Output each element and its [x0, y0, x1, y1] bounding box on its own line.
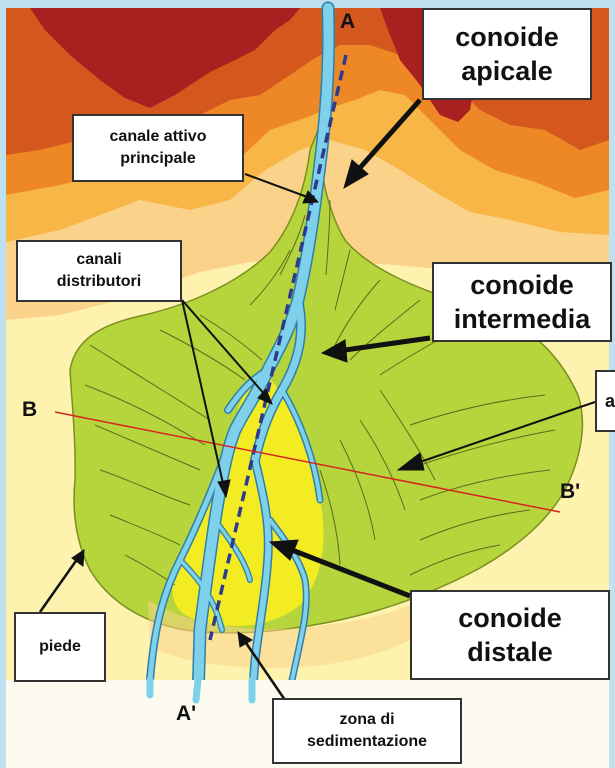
point-b-prime: B' — [560, 480, 580, 504]
label-cut-off-right: a — [595, 370, 615, 432]
label-zona-sedimentazione-line2: sedimentazione — [307, 731, 427, 753]
label-zona-sedimentazione-line1: zona di — [339, 709, 394, 731]
point-b: B — [22, 398, 37, 422]
label-conoide-intermedia-line1: conoide — [470, 268, 574, 302]
label-canali-distributori-line1: canali — [76, 249, 121, 271]
point-a: A — [340, 10, 355, 34]
label-canali-distributori: canali distributori — [16, 240, 182, 302]
label-canale-attivo-line1: canale attivo — [110, 126, 207, 148]
label-conoide-distale: conoide distale — [410, 590, 610, 680]
label-canale-attivo-line2: principale — [120, 148, 196, 170]
label-conoide-intermedia-line2: intermedia — [454, 302, 591, 336]
label-piede: piede — [14, 612, 106, 682]
label-conoide-distale-line1: conoide — [458, 601, 562, 635]
label-conoide-apicale-line2: apicale — [461, 54, 553, 88]
point-a-prime: A' — [176, 702, 196, 726]
label-conoide-apicale-line1: conoide — [455, 20, 559, 54]
label-conoide-apicale: conoide apicale — [422, 8, 592, 100]
label-piede-text: piede — [39, 636, 81, 658]
label-conoide-distale-line2: distale — [467, 635, 553, 669]
label-canali-distributori-line2: distributori — [57, 271, 141, 293]
label-canale-attivo: canale attivo principale — [72, 114, 244, 182]
label-zona-sedimentazione: zona di sedimentazione — [272, 698, 462, 764]
label-cut-off-right-text: a — [605, 390, 615, 412]
label-conoide-intermedia: conoide intermedia — [432, 262, 612, 342]
